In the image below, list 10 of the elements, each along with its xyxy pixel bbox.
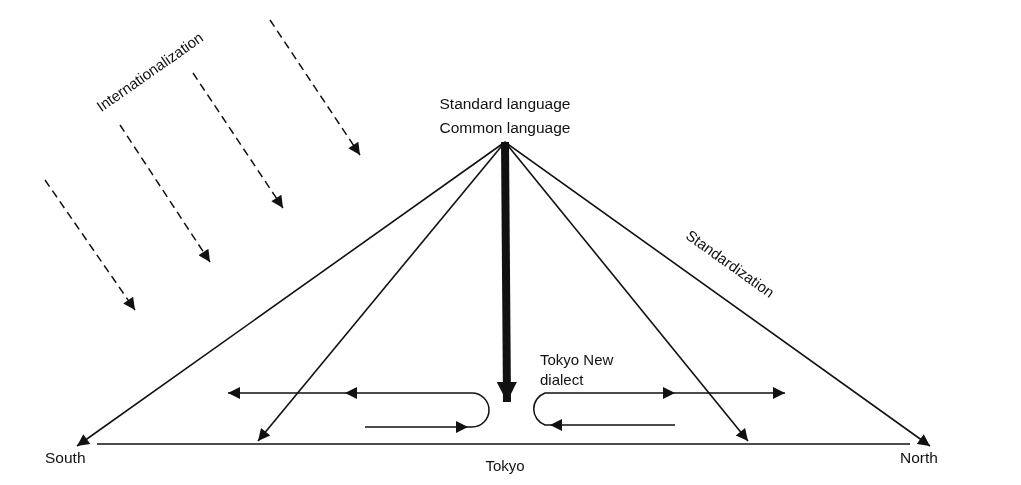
node-text: North: [900, 448, 939, 468]
node-text: South: [45, 448, 87, 468]
arrow: [76, 141, 506, 447]
node-text: Common language: [438, 118, 572, 138]
arrow: [504, 141, 931, 447]
arrow: [504, 141, 749, 442]
node-text: Standard language: [438, 94, 572, 114]
arrow: [496, 141, 517, 403]
place-label: Tokyo: [485, 457, 525, 475]
region-label: Tokyo New dialect: [540, 350, 615, 390]
